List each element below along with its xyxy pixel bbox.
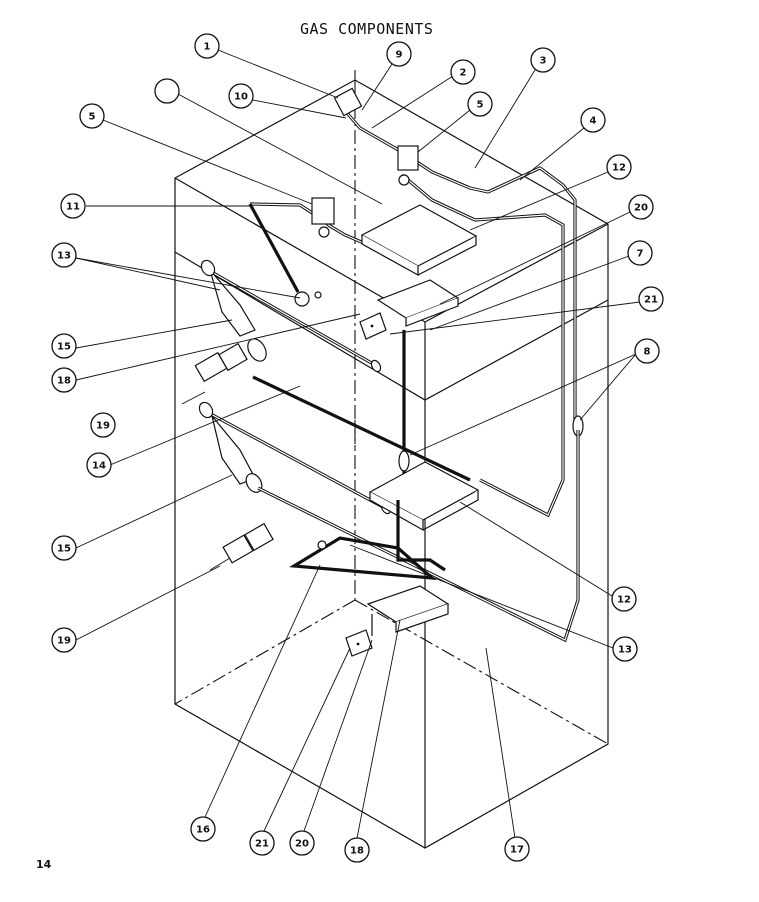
callout-circle	[51, 535, 77, 561]
callout-number: 15	[57, 342, 71, 353]
page-number: 14	[36, 858, 52, 871]
callout-number: 18	[350, 846, 364, 857]
callout-circle	[612, 636, 638, 662]
callout-12-9: 12	[606, 154, 632, 180]
callout-circle	[627, 240, 653, 266]
callout-circle	[228, 83, 254, 109]
callout-10-5: 10	[228, 83, 254, 109]
callout-circle	[628, 194, 654, 220]
callout-number: 21	[644, 295, 658, 306]
callout-2-2: 2	[450, 59, 476, 85]
callout-3-3: 3	[530, 47, 556, 73]
callout-circle	[530, 47, 556, 73]
callout-circle	[51, 367, 77, 393]
callout-circle	[606, 154, 632, 180]
callout-18-27: 18	[344, 837, 370, 863]
callout-number: 9	[396, 50, 403, 61]
callout-circle	[344, 837, 370, 863]
callout-number: 11	[66, 202, 80, 213]
callout-17-28: 17	[504, 836, 530, 862]
callout-number: 13	[618, 645, 632, 656]
callout-5-6: 5	[467, 91, 493, 117]
callout-circle	[634, 338, 660, 364]
callout-15-15: 15	[51, 333, 77, 359]
callout-1-0: 1	[194, 33, 220, 59]
callout-7-13: 7	[627, 240, 653, 266]
callout-number: 4	[590, 116, 597, 127]
callout-number: 3	[540, 56, 547, 67]
callout-number: 5	[89, 112, 96, 123]
callout-circle	[504, 836, 530, 862]
callout-circle	[580, 107, 606, 133]
callout-circle	[467, 91, 493, 117]
callout-circle	[86, 452, 112, 478]
callout-21-25: 21	[249, 830, 275, 856]
callout-number: 20	[295, 839, 309, 850]
upper-gas-assembly	[181, 87, 584, 518]
callout-15-20: 15	[51, 535, 77, 561]
callout-13-12: 13	[51, 242, 77, 268]
callout-4-8: 4	[580, 107, 606, 133]
callout-number: 19	[96, 421, 110, 432]
callout-12-22: 12	[611, 586, 637, 612]
callout-number: 14	[92, 461, 106, 472]
callout-16-24: 16	[190, 816, 216, 842]
callout-19-18: 19	[90, 412, 116, 438]
callout-number: 20	[634, 203, 648, 214]
callout-circle	[154, 78, 180, 104]
callout-circle	[386, 41, 412, 67]
callout-8-16: 8	[634, 338, 660, 364]
callout-circle	[194, 33, 220, 59]
callout-20-10: 20	[628, 194, 654, 220]
callout-number: 12	[617, 595, 631, 606]
callout-19-21: 19	[51, 627, 77, 653]
callout-number: 2	[460, 68, 467, 79]
callout-circle	[450, 59, 476, 85]
callout-number: 13	[57, 251, 71, 262]
callout-number: 17	[510, 845, 524, 856]
callout-unlabeled-4	[154, 78, 180, 104]
callout-13-23: 13	[612, 636, 638, 662]
lower-gas-assembly	[198, 375, 580, 657]
callout-number: 16	[196, 825, 210, 836]
callout-circle	[51, 627, 77, 653]
callout-circle	[51, 333, 77, 359]
callout-number: 1	[204, 42, 211, 53]
callout-5-7: 5	[79, 103, 105, 129]
callout-11-11: 11	[60, 193, 86, 219]
callout-circle	[611, 586, 637, 612]
callout-circle	[190, 816, 216, 842]
callout-number: 19	[57, 636, 71, 647]
callout-20-26: 20	[289, 830, 315, 856]
callout-circle	[51, 242, 77, 268]
leader-lines	[75, 49, 641, 839]
callout-circle	[638, 286, 664, 312]
callout-18-17: 18	[51, 367, 77, 393]
callout-21-14: 21	[638, 286, 664, 312]
callout-circle	[289, 830, 315, 856]
callout-number: 18	[57, 376, 71, 387]
callout-number: 7	[637, 249, 644, 260]
callout-number: 8	[644, 347, 651, 358]
diagram-title: GAS COMPONENTS	[300, 20, 434, 38]
callout-number: 21	[255, 839, 269, 850]
callout-number: 12	[612, 163, 626, 174]
callout-14-19: 14	[86, 452, 112, 478]
callout-circle	[79, 103, 105, 129]
cabinet-outline	[174, 70, 609, 849]
callout-circle	[249, 830, 275, 856]
callout-circle	[90, 412, 116, 438]
callout-number: 5	[477, 100, 484, 111]
callout-9-1: 9	[386, 41, 412, 67]
callout-number: 15	[57, 544, 71, 555]
callout-number: 10	[234, 92, 248, 103]
callout-circle	[60, 193, 86, 219]
